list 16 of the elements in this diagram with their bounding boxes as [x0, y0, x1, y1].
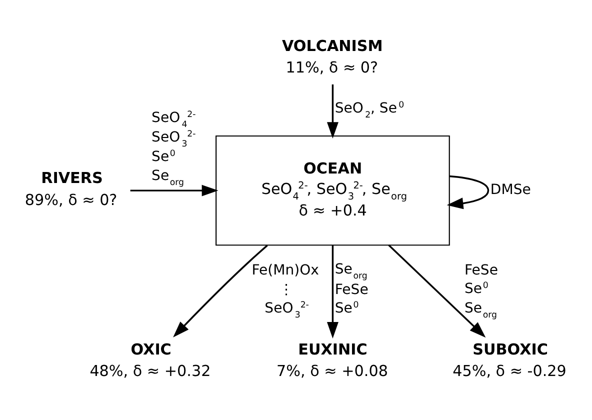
edge-label: FeSe Se$^{0}$ Se$_{org}$ [464, 262, 498, 321]
node-text: EUXINIC 7%, δ ≈ +0.08 [276, 340, 388, 380]
arrow [173, 244, 268, 338]
arrow [326, 84, 338, 139]
node-text: VOLCANISM 11%, δ ≈ 0? [282, 36, 383, 76]
node-text: SUBOXIC 45%, δ ≈ -0.29 [452, 340, 566, 380]
edge-label: DMSe [490, 182, 531, 198]
arrow [130, 184, 218, 196]
arrow [326, 245, 338, 338]
node-box: OCEAN SeO$_{4}$$^{2-}$, SeO$_{3}$$^{2-}$, Se$_{org}$ δ ≈ +0.4 [216, 135, 450, 246]
arrow [446, 175, 490, 210]
arrow [388, 244, 486, 338]
edge-label: SeO$_{2}$, Se$^{0}$ [334, 100, 404, 121]
edge-label: Se$_{org}$ FeSe Se$^{0}$ [334, 262, 368, 317]
node-text: RIVERS 89%, δ ≈ 0? [24, 169, 118, 209]
node-text: OXIC 48%, δ ≈ +0.32 [90, 340, 211, 380]
